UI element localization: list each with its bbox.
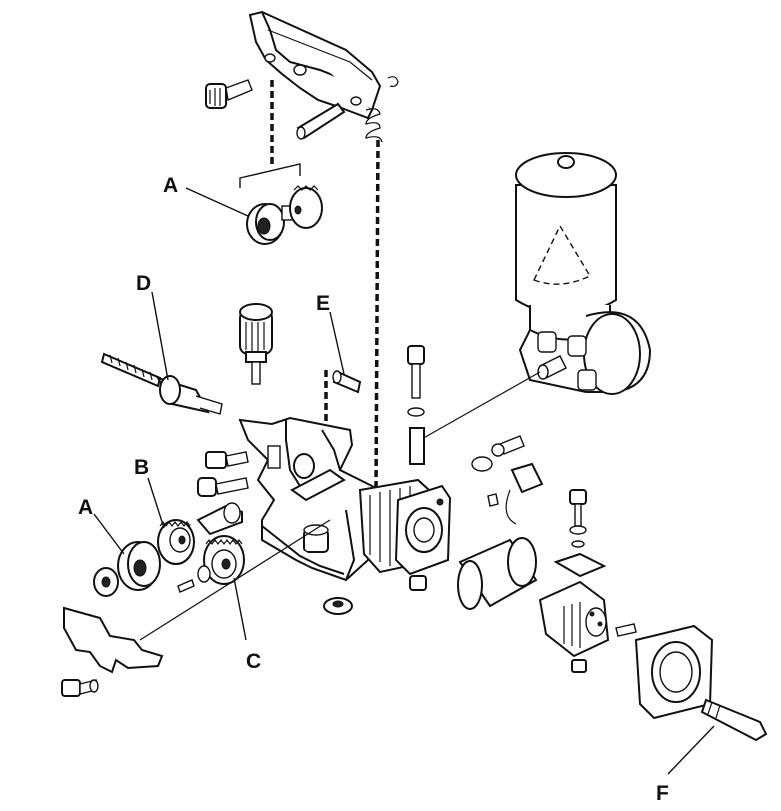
nut-right xyxy=(571,659,587,673)
leader-e xyxy=(329,311,345,375)
bolt-center xyxy=(407,345,425,465)
leader-c xyxy=(233,577,247,641)
adjustment-knob xyxy=(239,303,273,385)
pin-top xyxy=(296,102,346,140)
bolt-right xyxy=(569,489,587,548)
leader-d xyxy=(151,291,169,381)
callout-a-left: A xyxy=(78,496,93,519)
motor-axis-line xyxy=(419,371,541,441)
callout-b: B xyxy=(134,456,149,479)
gear-b xyxy=(157,519,195,565)
worm-shaft xyxy=(100,352,223,415)
drive-roller-upper xyxy=(246,185,323,245)
outlet-plate xyxy=(634,624,714,720)
lug-terminal xyxy=(487,493,499,507)
contact-block xyxy=(538,580,610,658)
leader-b xyxy=(147,477,165,529)
callout-a-top: A xyxy=(163,174,178,197)
terminal-clip xyxy=(505,462,544,525)
gasket-plate xyxy=(63,606,164,674)
callout-f: F xyxy=(656,782,669,805)
leader-a-top xyxy=(185,187,249,217)
drive-roller-left xyxy=(93,541,161,597)
guide-tube xyxy=(457,537,538,610)
cap-screw-left xyxy=(197,477,249,497)
insulator-plate xyxy=(553,552,607,578)
knob-screw-top xyxy=(205,79,253,109)
top-bracket xyxy=(248,10,399,120)
contact-tip xyxy=(700,698,768,742)
foot-pad xyxy=(323,597,353,615)
washer-right xyxy=(471,456,493,472)
gear-c xyxy=(197,535,245,585)
alignment-line-2 xyxy=(374,139,380,491)
motor-studs xyxy=(537,331,597,391)
callout-d: D xyxy=(136,272,151,295)
callout-c: C xyxy=(246,650,261,673)
pin-e xyxy=(332,370,362,394)
set-screw-left xyxy=(205,451,249,469)
face-plate xyxy=(394,484,452,576)
set-screw-right xyxy=(615,623,637,637)
spring-top xyxy=(365,108,383,143)
nut-bottom xyxy=(409,575,427,591)
bracket-brace xyxy=(239,163,301,188)
feeder-housing xyxy=(238,416,394,582)
small-screw-c xyxy=(177,579,195,593)
shaft-gear-b xyxy=(196,502,243,536)
motor xyxy=(515,152,652,395)
leader-f xyxy=(667,725,715,775)
leader-a-left xyxy=(93,513,125,555)
screw-right-top xyxy=(491,435,525,457)
callout-e: E xyxy=(316,292,330,315)
cap-screw-bottom xyxy=(61,679,99,697)
